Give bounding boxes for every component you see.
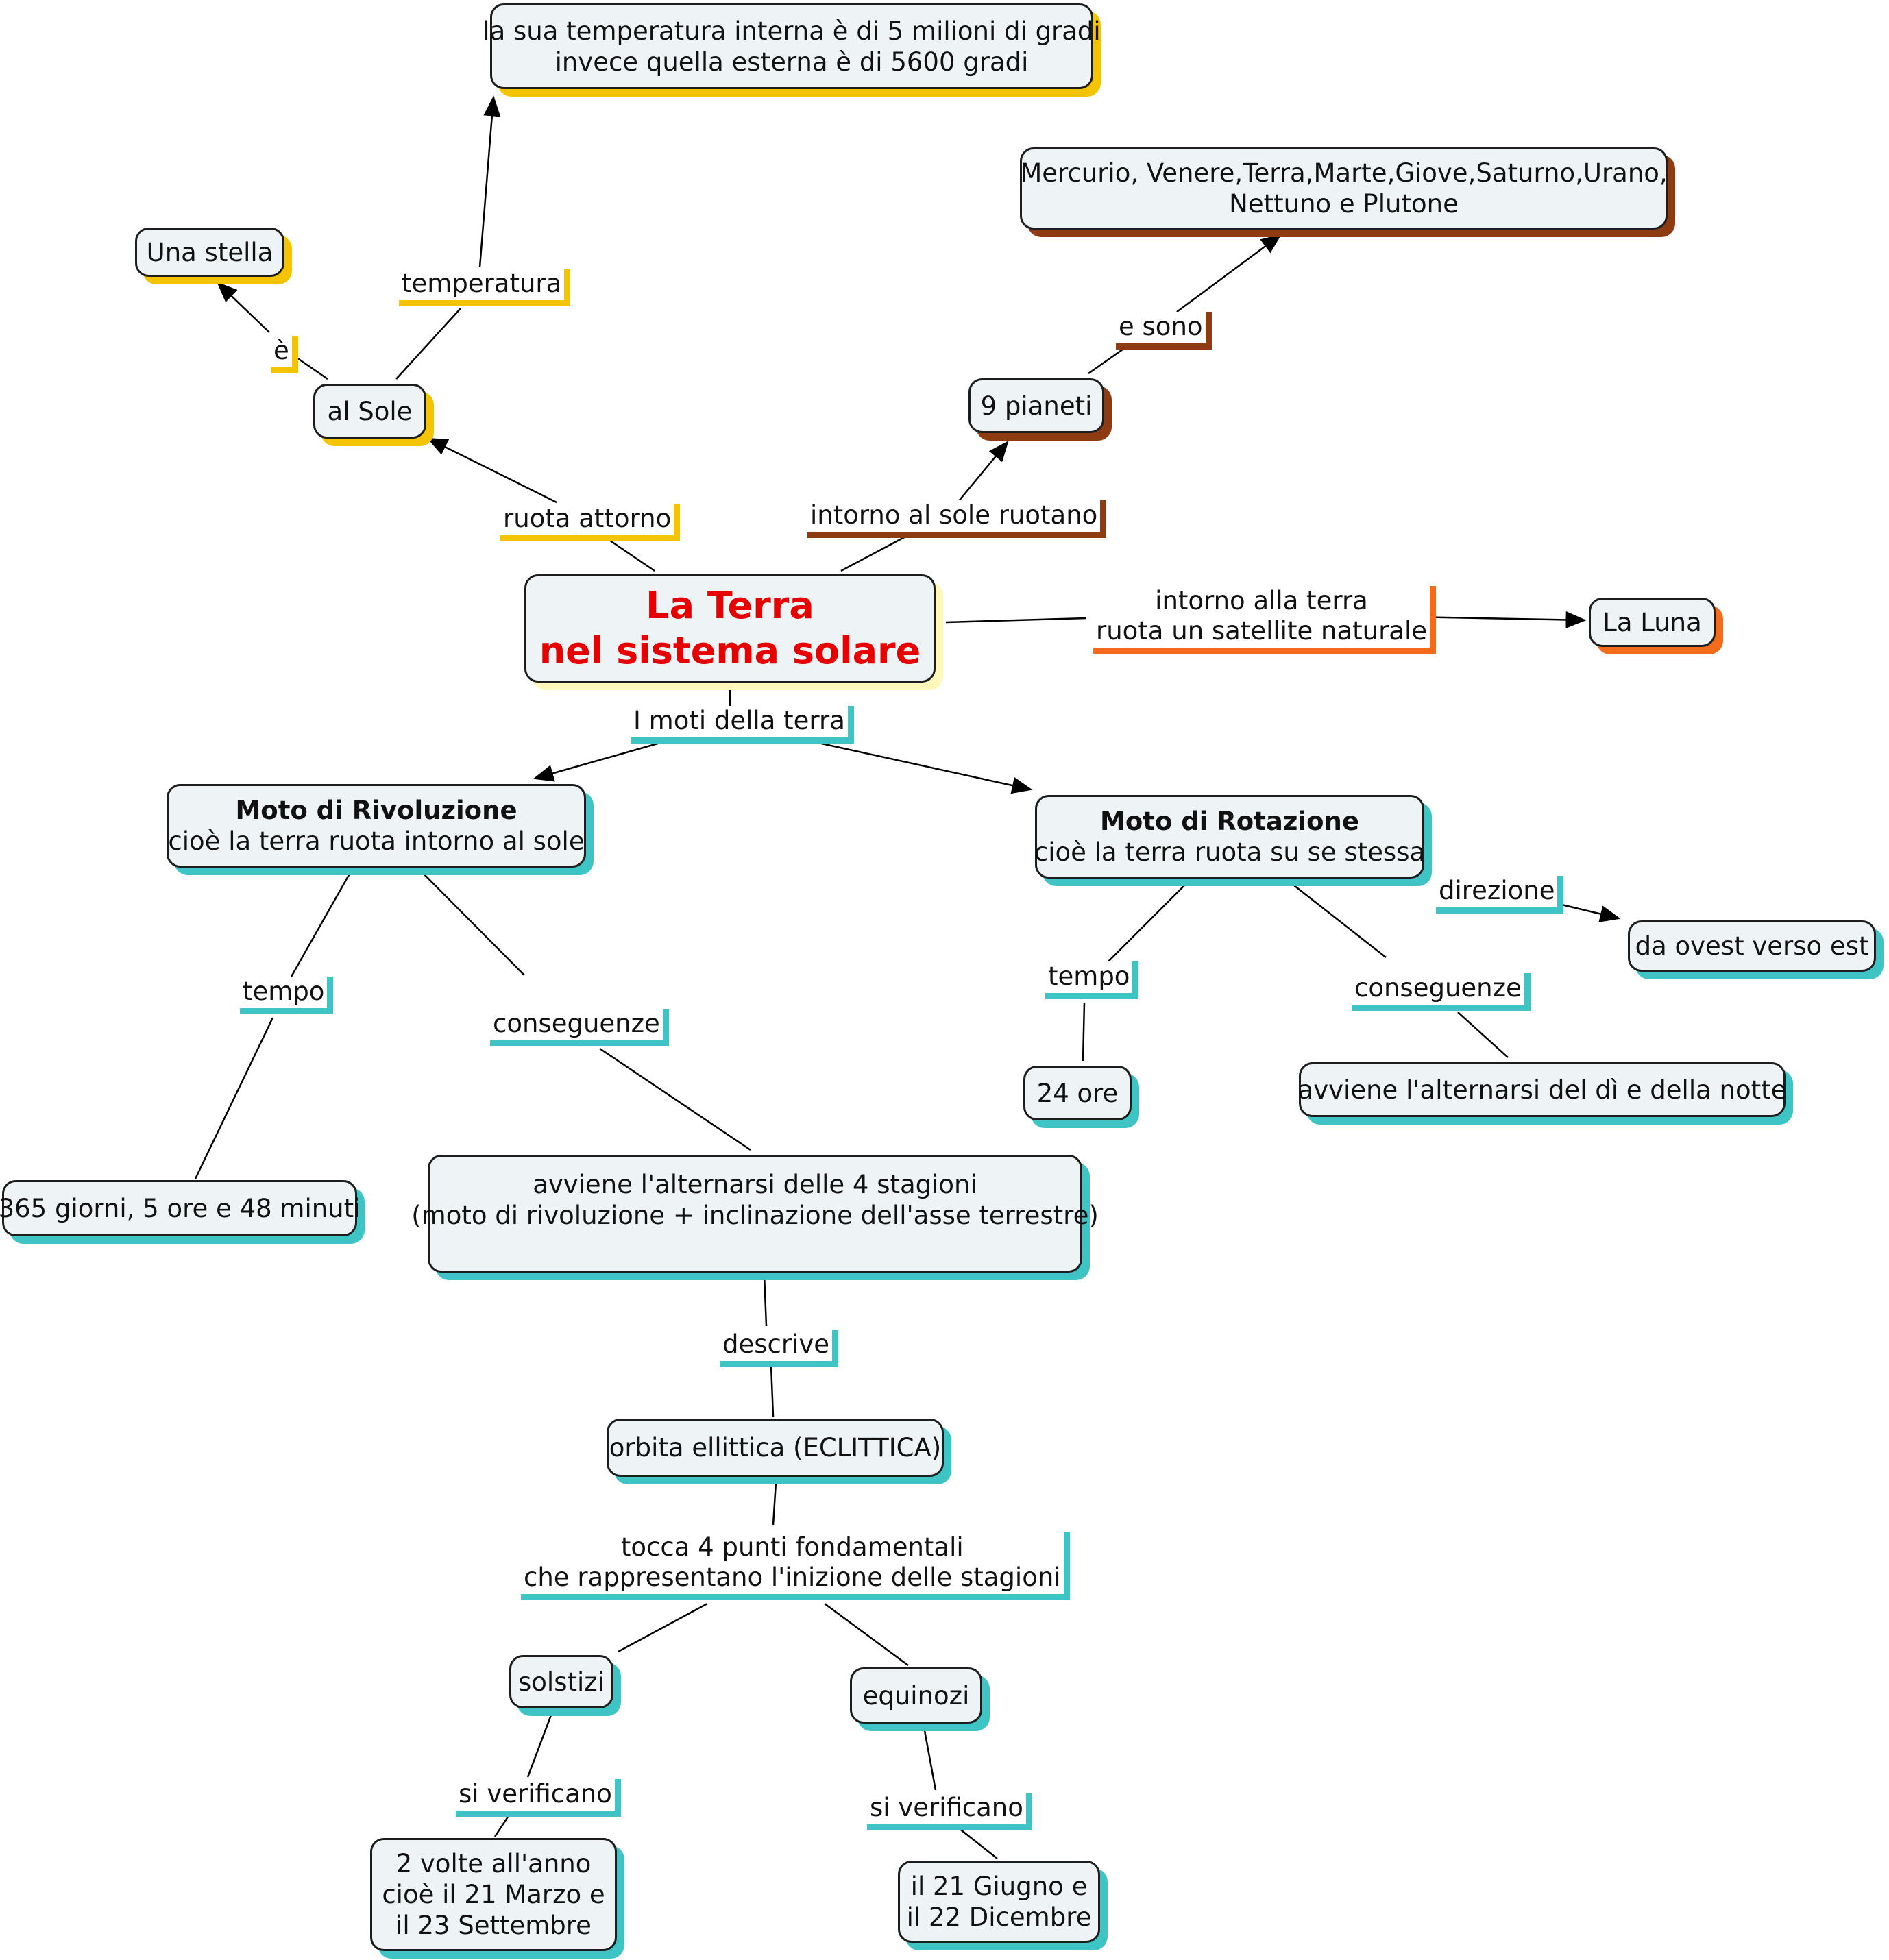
root-title-line1: La Terra [646,584,814,627]
temperature-values-node[interactable]: la sua temperatura interna è di 5 milion… [483,3,1101,89]
moto-rotazione-title: Moto di Rotazione [1100,807,1359,836]
planets-list-text: Mercurio, Venere,Terra,Marte,Giove,Satur… [1020,158,1668,219]
date-equinozi-text: 2 volte all'anno cioè il 21 Marzo e il 2… [382,1849,605,1940]
stagioni-text: avviene l'alternarsi delle 4 stagioni (m… [411,1170,1099,1230]
stagioni-node[interactable]: avviene l'alternarsi delle 4 stagioni (m… [411,1155,1099,1273]
una-stella-node[interactable]: Una stella [135,228,284,277]
link-tocca-punti: tocca 4 punti fondamentali che rappresen… [521,1532,1070,1600]
root-title-line2: nel sistema solare [539,629,921,672]
link-si-verificano-1: si verificano [456,1779,621,1817]
orbita-text: orbita ellittica (ECLITTICA) [609,1433,942,1462]
link-e: è [271,336,298,373]
link-temperatura: temperatura [399,269,571,306]
durata-anno-node[interactable]: 365 giorni, 5 ore e 48 minuti [0,1180,361,1236]
durata-anno-text: 365 giorni, 5 ore e 48 minuti [0,1193,361,1223]
link-tempo-rivoluzione: tempo [240,977,334,1014]
solstizi-text: solstizi [518,1667,605,1697]
giorno-notte-node[interactable]: avviene l'alternarsi del dì e della nott… [1297,1062,1787,1117]
la-luna-text: La Luna [1602,607,1702,637]
moto-rivoluzione-node[interactable]: Moto di Rivoluzione cioè la terra ruota … [167,784,586,868]
equinozi-text: equinozi [862,1680,970,1711]
date-solstizi-node[interactable]: il 21 Giugno e il 22 Dicembre [898,1861,1100,1943]
link-intorno-al-sole-ruotano: intorno al sole ruotano [807,500,1107,538]
ventiquattro-ore-text: 24 ore [1036,1078,1119,1108]
link-direzione: direzione [1436,876,1564,914]
link-ruota-attorno: ruota attorno [500,504,681,541]
link-conseguenze-rivoluzione: conseguenze [490,1009,669,1046]
link-satellite: intorno alla terra ruota un satellite na… [1093,586,1437,654]
root-title-node[interactable]: La Terra nel sistema solare [524,574,936,683]
moto-rotazione-desc: cioè la terra ruota su se stessa [1034,837,1426,867]
nove-pianeti-node[interactable]: 9 pianeti [968,378,1104,433]
solstizi-node[interactable]: solstizi [509,1655,613,1708]
temperature-values-text: la sua temperatura interna è di 5 milion… [483,16,1101,77]
link-e-sono: e sono [1116,312,1212,350]
link-si-verificano-2: si verificano [867,1793,1032,1830]
ventiquattro-ore-node[interactable]: 24 ore [1023,1066,1132,1120]
una-stella-text: Una stella [146,237,273,267]
moto-rivoluzione-title: Moto di Rivoluzione [235,796,517,825]
ovest-est-text: da ovest verso est [1635,931,1869,961]
ovest-est-node[interactable]: da ovest verso est [1628,920,1876,972]
moto-rivoluzione-desc: cioè la terra ruota intorno al sole [168,826,585,856]
date-equinozi-node[interactable]: 2 volte all'anno cioè il 21 Marzo e il 2… [370,1838,617,1951]
link-tempo-rotazione: tempo [1045,961,1139,999]
date-solstizi-text: il 21 Giugno e il 22 Dicembre [906,1872,1092,1932]
link-descrive: descrive [720,1330,839,1367]
giorno-notte-text: avviene l'alternarsi del dì e della nott… [1297,1075,1787,1105]
al-sole-node[interactable]: al Sole [313,384,426,439]
link-conseguenze-rotazione: conseguenze [1352,973,1531,1011]
al-sole-text: al Sole [327,396,413,426]
la-luna-node[interactable]: La Luna [1589,598,1716,647]
nove-pianeti-text: 9 pianeti [980,391,1093,421]
link-moti-della-terra: I moti della terra [631,706,854,744]
orbita-node[interactable]: orbita ellittica (ECLITTICA) [607,1419,944,1477]
equinozi-node[interactable]: equinozi [850,1667,982,1724]
planets-list-node[interactable]: Mercurio, Venere,Terra,Marte,Giove,Satur… [1020,147,1668,230]
moto-rotazione-node[interactable]: Moto di Rotazione cioè la terra ruota su… [1034,795,1426,879]
